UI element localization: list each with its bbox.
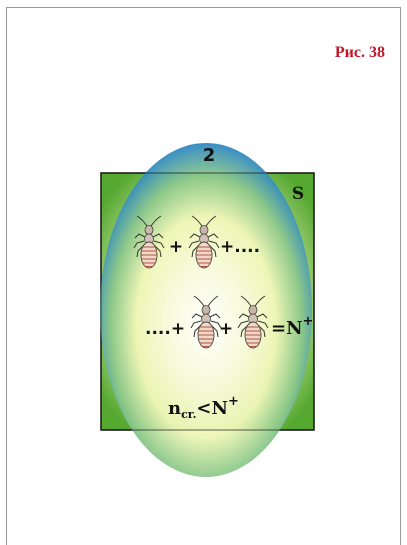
- equals-n-text: =N: [271, 318, 303, 339]
- n-symbol: N: [212, 398, 228, 419]
- region-number-label: 2: [203, 145, 216, 166]
- n-plus-superscript: +: [303, 314, 314, 329]
- less-than-symbol: <: [196, 398, 211, 419]
- ellipsis-operator: ....+: [145, 319, 185, 339]
- plus-operator: +: [169, 237, 183, 257]
- inequality-superscript: +: [228, 394, 239, 409]
- set-s-label: S: [292, 184, 304, 204]
- ellipsis-operator: +....: [220, 237, 260, 257]
- n-cr-symbol: n: [168, 398, 181, 419]
- plus-operator: +: [219, 319, 233, 339]
- cr-subscript: cr.: [181, 408, 196, 421]
